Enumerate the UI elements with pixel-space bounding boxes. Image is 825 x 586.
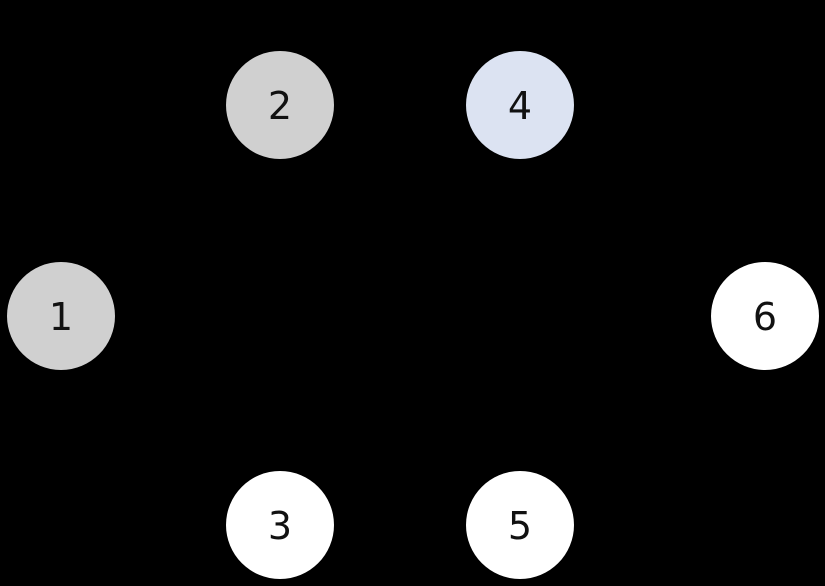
graph-node-5[interactable]: 5: [466, 471, 574, 579]
graph-node-6[interactable]: 6: [711, 262, 819, 370]
node-layer: 1 2 3 4 5 6: [7, 51, 819, 579]
graph-node-2-circle[interactable]: [226, 51, 334, 159]
graph-node-2[interactable]: 2: [226, 51, 334, 159]
graph-node-1[interactable]: 1: [7, 262, 115, 370]
graph-node-5-circle[interactable]: [466, 471, 574, 579]
graph-node-4[interactable]: 4: [466, 51, 574, 159]
graph-node-4-circle[interactable]: [466, 51, 574, 159]
graph-node-6-circle[interactable]: [711, 262, 819, 370]
graph-node-1-circle[interactable]: [7, 262, 115, 370]
graph-node-3[interactable]: 3: [226, 471, 334, 579]
graph-node-3-circle[interactable]: [226, 471, 334, 579]
edge-layer: [60, 104, 766, 526]
